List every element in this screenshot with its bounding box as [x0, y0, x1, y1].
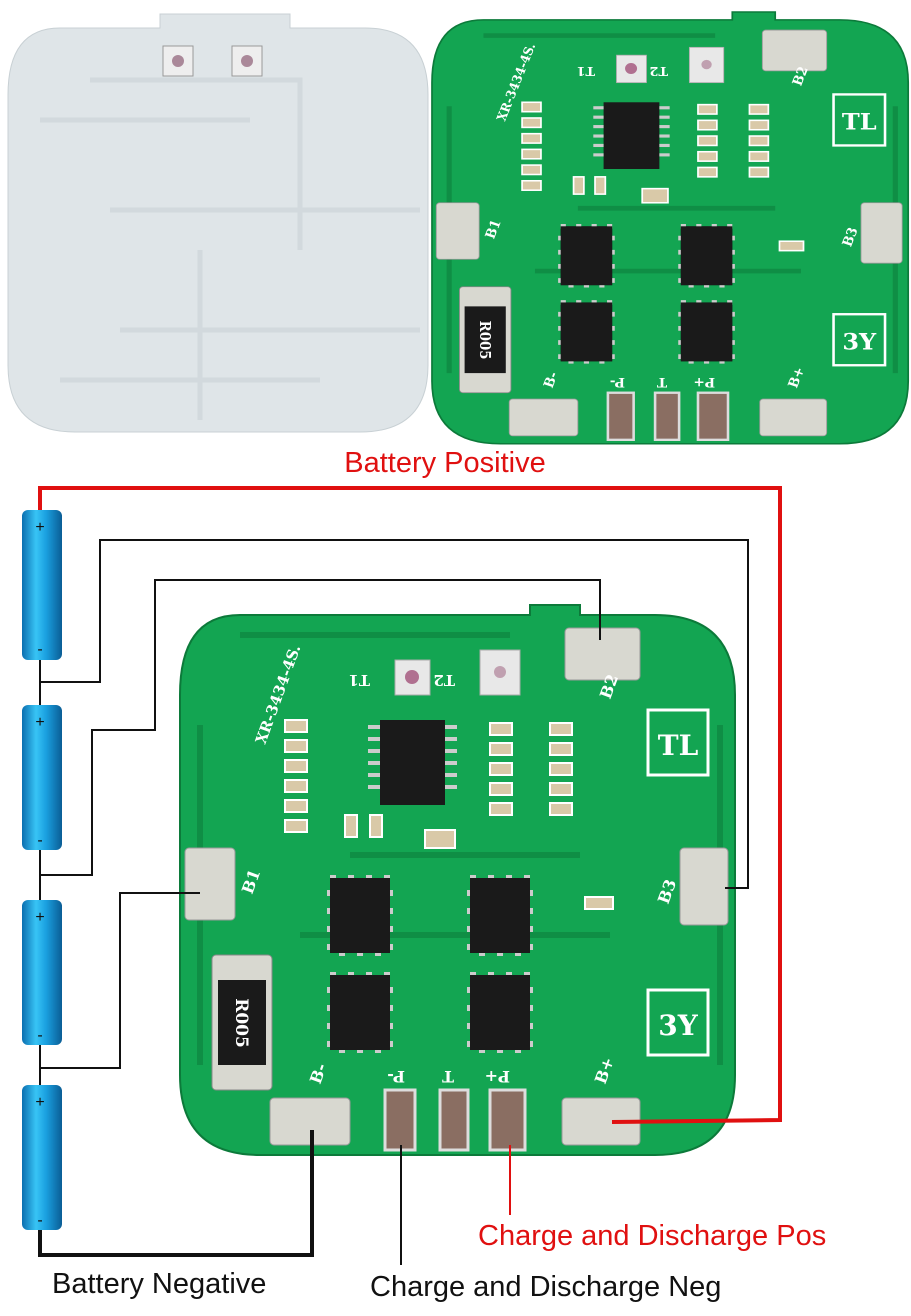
battery-cell: + -	[22, 900, 62, 1045]
battery-cell: + -	[22, 510, 62, 660]
pcb-board: R005 XR-3434-4S. TL 3Y B1 B2 B3 B- B+ P-…	[179, 604, 736, 1156]
battery-cell: + -	[22, 1085, 62, 1230]
battery-minus: -	[37, 1027, 42, 1044]
wire-battery-positive	[38, 486, 782, 1124]
label-battery-positive: Battery Positive	[344, 447, 545, 479]
led-label-t2: T2	[433, 671, 455, 689]
wire-b3	[40, 539, 749, 889]
battery-minus: -	[37, 832, 42, 849]
board-back-side	[7, 13, 429, 433]
battery-plus: +	[35, 714, 44, 731]
wire-battery-negative	[38, 1130, 314, 1257]
pad-label-t: T	[442, 1067, 454, 1086]
battery-minus: -	[37, 1212, 42, 1229]
label-battery-negative: Battery Negative	[52, 1268, 266, 1300]
label-charge-discharge-neg: Charge and Discharge Neg	[370, 1271, 721, 1303]
pad-label-p-minus: P-	[387, 1067, 405, 1086]
pad-label-p-plus: P+	[485, 1067, 510, 1086]
battery-minus: -	[37, 641, 42, 658]
wire-b1	[40, 892, 200, 1069]
battery-plus: +	[35, 1094, 44, 1111]
board-front-wired: R005 XR-3434-4S. TL 3Y B1 B2 B3 B- B+ P-…	[179, 604, 736, 1156]
battery-plus: +	[35, 909, 44, 926]
resistor-label: R005	[231, 998, 251, 1048]
logo-tl: TL	[658, 729, 699, 762]
led-label-t1: T1	[348, 671, 370, 689]
board-front-top	[432, 12, 908, 444]
wire-b2	[40, 579, 601, 876]
battery-plus: +	[35, 519, 44, 536]
logo-3y: 3Y	[658, 1009, 698, 1042]
label-charge-discharge-pos: Charge and Discharge Pos	[478, 1220, 826, 1252]
battery-cell: + -	[22, 705, 62, 850]
